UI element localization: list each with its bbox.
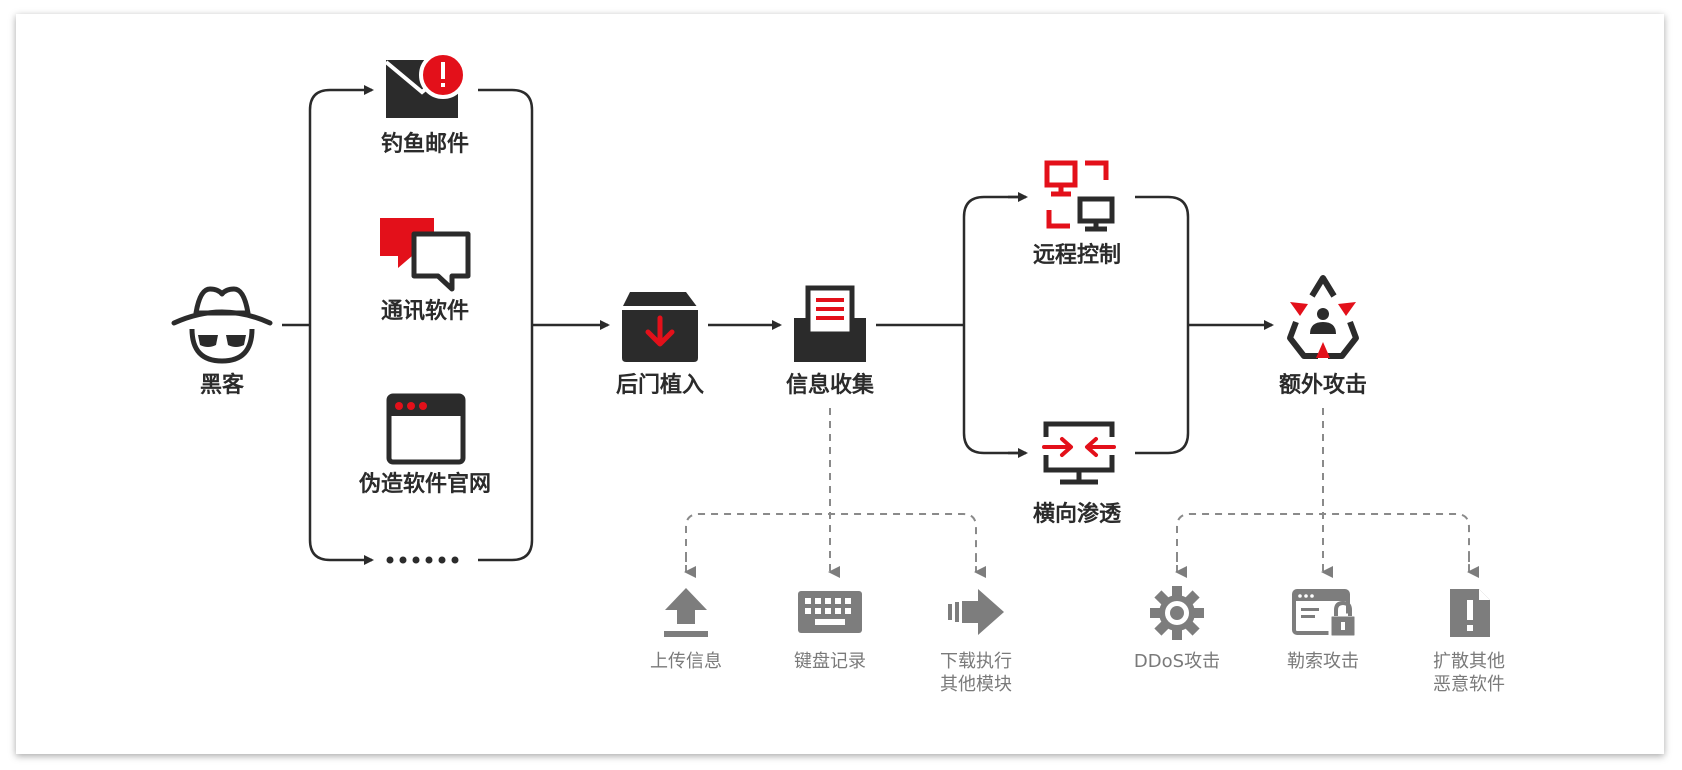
label-phishing-email: 钓鱼邮件 — [381, 131, 469, 157]
upload-icon — [664, 588, 708, 637]
label-extra-attack: 额外攻击 — [1279, 372, 1367, 398]
bracket-right-post — [1135, 195, 1190, 455]
dashed-branches — [684, 408, 1479, 578]
label-backdoor: 后门植入 — [616, 372, 704, 398]
hacker-icon — [171, 286, 273, 364]
bracket-left-entry — [308, 88, 331, 562]
document-tray-icon — [794, 285, 866, 362]
keyboard-icon — [798, 591, 862, 633]
ransom-lock-icon — [1292, 589, 1358, 639]
label-upload: 上传信息 — [650, 651, 722, 672]
dash-attack-branch — [1176, 513, 1470, 572]
label-im-software: 通讯软件 — [381, 298, 469, 324]
remote-control-icon — [1044, 160, 1115, 232]
label-keylog: 键盘记录 — [794, 651, 866, 672]
bracket-left-post — [962, 195, 1024, 455]
gear-icon — [1150, 586, 1204, 640]
dash-info-branch — [685, 513, 977, 572]
chat-bubbles-icon — [380, 218, 471, 292]
label-ddos: DDoS攻击 — [1134, 651, 1220, 672]
warning-file-icon — [1450, 589, 1490, 637]
label-ransom: 勒索攻击 — [1287, 651, 1359, 672]
more-dots-icon — [386, 556, 459, 564]
extra-attack-icon — [1287, 275, 1359, 359]
label-hacker: 黑客 — [200, 372, 245, 398]
connectors — [282, 85, 1274, 565]
label-spread-1: 扩散其他 — [1433, 651, 1505, 672]
download-execute-icon — [948, 589, 1004, 635]
node-labels: 黑客 钓鱼邮件 通讯软件 伪造软件官网 后门植入 信息收集 远程控制 横向渗透 … — [200, 131, 1367, 527]
inbox-download-icon — [622, 292, 698, 362]
browser-window-icon — [386, 393, 466, 465]
label-remote-control: 远程控制 — [1033, 242, 1121, 268]
sub-action-labels: 上传信息 键盘记录 下载执行 其他模块 DDoS攻击 勒索攻击 扩散其他 恶意软… — [650, 651, 1505, 695]
label-spread-2: 恶意软件 — [1433, 674, 1505, 695]
label-download-exec-2: 其他模块 — [940, 674, 1012, 695]
label-download-exec-1: 下载执行 — [940, 651, 1012, 672]
label-info-collect: 信息收集 — [786, 372, 875, 398]
label-lateral-move: 横向渗透 — [1033, 501, 1122, 527]
label-fake-website: 伪造软件官网 — [358, 471, 491, 497]
monitor-converge-icon — [1040, 421, 1118, 485]
envelope-alert-icon — [384, 51, 467, 118]
